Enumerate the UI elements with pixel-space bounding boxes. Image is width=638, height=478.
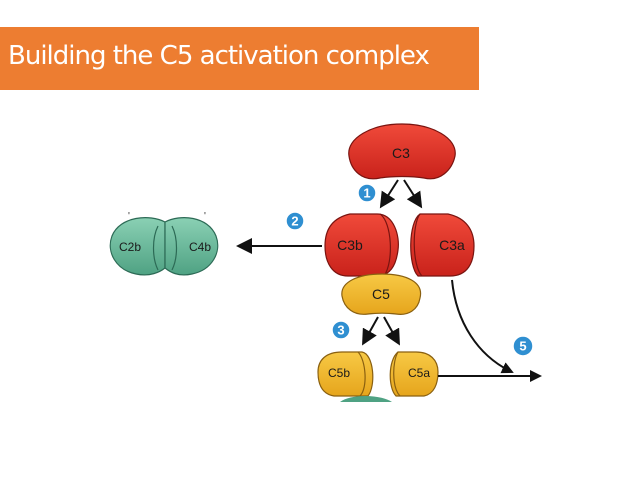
tick-mark-right: ' bbox=[204, 211, 206, 222]
step-2-badge: 2 bbox=[285, 211, 305, 231]
step-2-label: 2 bbox=[291, 214, 298, 229]
c5-label: C5 bbox=[372, 286, 390, 302]
step-5-label: 5 bbox=[519, 339, 526, 354]
c3b-molecule: C3b bbox=[324, 213, 399, 277]
c5-molecule: C5 bbox=[341, 273, 422, 315]
title-bar: Building the C5 activation complex bbox=[0, 27, 479, 90]
c4b2b-complex: C2b C4b ' ' bbox=[109, 211, 219, 276]
c3-cleavage-arrows bbox=[379, 179, 423, 209]
c3b-label: C3b bbox=[337, 237, 363, 253]
step-3-label: 3 bbox=[337, 323, 344, 338]
c3a-label: C3a bbox=[439, 237, 465, 253]
membrane-anchor-shape bbox=[340, 396, 392, 402]
c5a-molecule: C5a bbox=[389, 351, 439, 397]
step-5-badge: 5 bbox=[512, 335, 534, 357]
c5b-molecule: C5b bbox=[317, 351, 374, 397]
tick-mark-left: ' bbox=[128, 211, 130, 222]
c2b-label: C2b bbox=[119, 240, 141, 254]
c3a-molecule: C3a bbox=[410, 213, 475, 277]
step-1-badge: 1 bbox=[357, 183, 377, 203]
c3a-release-arrow bbox=[451, 279, 514, 374]
c4b-label: C4b bbox=[189, 240, 211, 254]
c5b-label: C5b bbox=[328, 366, 350, 380]
step-3-badge: 3 bbox=[331, 320, 351, 340]
c3-molecule: C3 bbox=[348, 123, 456, 180]
c5a-label: C5a bbox=[408, 366, 430, 380]
slide-title: Building the C5 activation complex bbox=[8, 41, 430, 71]
step-1-label: 1 bbox=[363, 186, 370, 201]
c3-label: C3 bbox=[392, 145, 410, 161]
c5-cleavage-arrows bbox=[362, 316, 400, 346]
